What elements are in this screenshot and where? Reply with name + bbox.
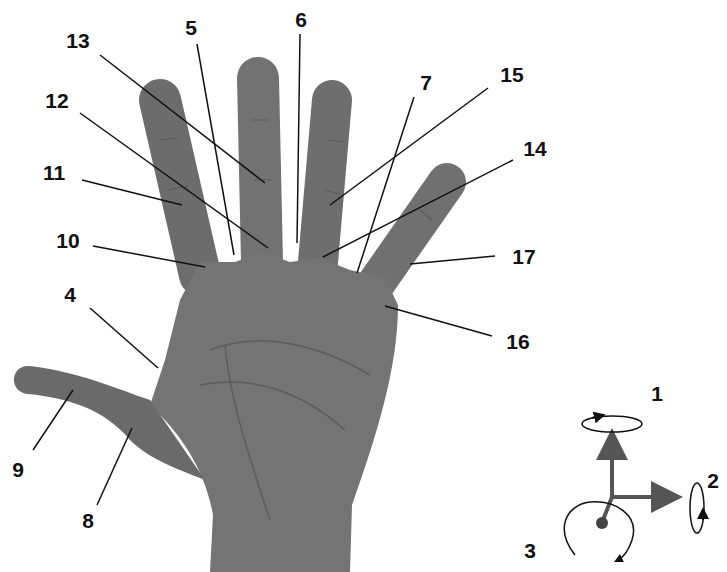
callout-number: 10 — [56, 230, 79, 251]
leader-lines — [33, 34, 513, 505]
callout-number: 14 — [523, 138, 546, 159]
callout-number: 12 — [45, 90, 68, 111]
callout-number: 2 — [707, 470, 719, 491]
callout-number: 13 — [66, 30, 89, 51]
callout-number: 17 — [512, 246, 535, 267]
callout-number: 16 — [506, 331, 529, 352]
callout-number: 15 — [500, 64, 523, 85]
callout-number: 4 — [64, 284, 76, 305]
callout-number: 3 — [524, 540, 536, 561]
callout-number: 11 — [43, 162, 65, 183]
callout-number: 6 — [295, 9, 307, 30]
callout-number: 7 — [420, 72, 432, 93]
axis-triad — [564, 416, 704, 560]
callout-number: 5 — [185, 17, 197, 38]
callout-number: 1 — [651, 383, 663, 404]
callout-number: 9 — [12, 459, 24, 480]
hand — [14, 78, 447, 572]
callout-number: 8 — [82, 510, 94, 531]
